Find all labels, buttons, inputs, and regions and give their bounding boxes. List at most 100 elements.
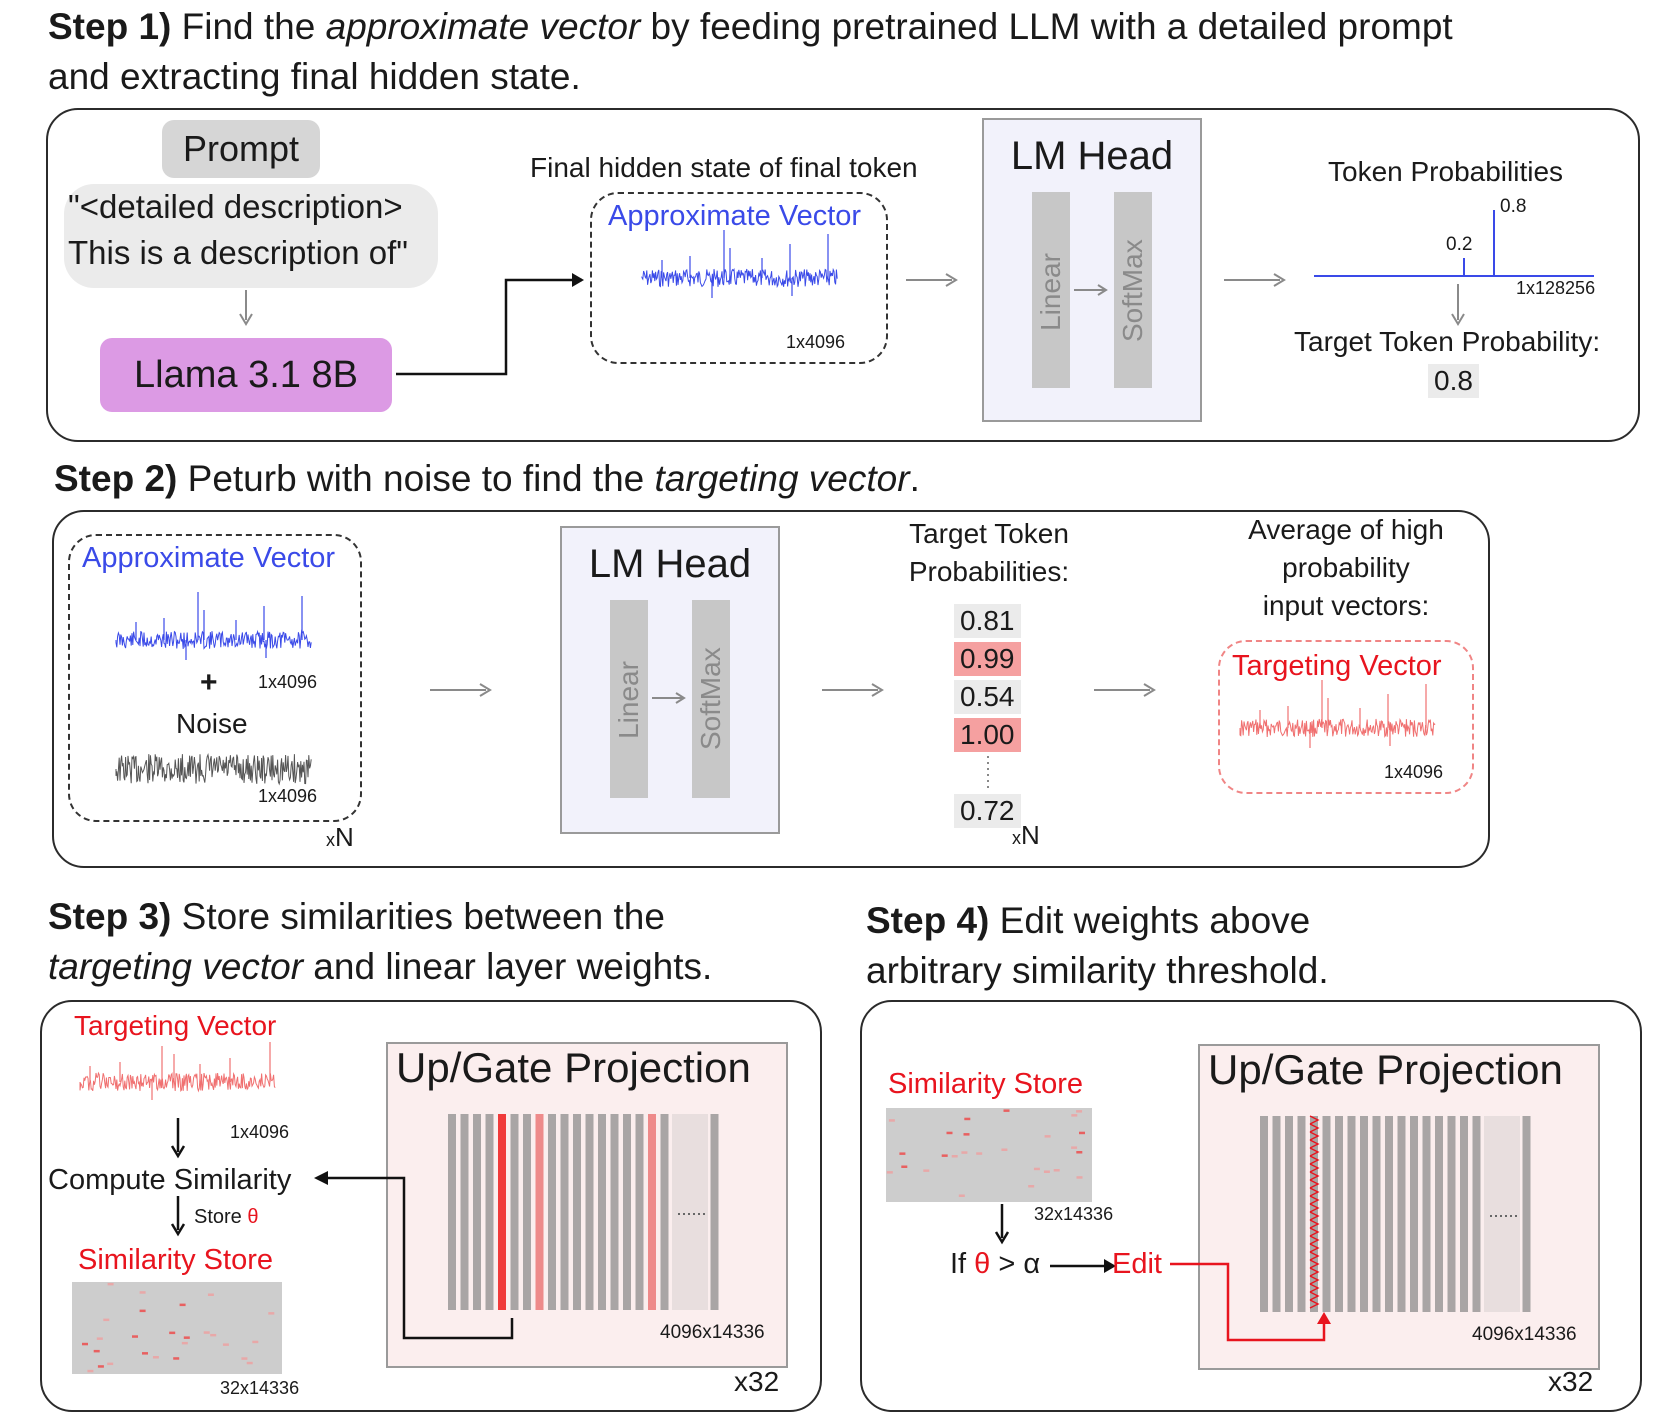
arrow-to-edit [1050,1259,1116,1273]
weight-column [610,1114,619,1310]
weight-column [1422,1116,1431,1312]
heatmap-cell [132,1335,138,1338]
token-probs-label: Token Probabilities [1328,156,1564,187]
weight-column [1335,1116,1343,1312]
linear-to-softmax-arrow [1074,284,1108,296]
arrow-to-store [170,1196,186,1237]
heatmap-cell [97,1365,104,1368]
heatmap-cell [888,1119,895,1122]
prompt-line1: "<detailed description> [68,188,403,225]
waveform-trace [79,1071,276,1093]
weight-columns-collapsed [1484,1116,1520,1312]
step1-title-line2: and extracting final hidden state. [48,56,581,97]
compute-similarity-label: Compute Similarity [48,1164,292,1196]
waveform-trace [115,753,312,786]
heatmap-cell [241,1357,248,1360]
prob-high-label: 0.8 [1500,196,1527,217]
step3-store-dim: 32x14336 [220,1378,300,1398]
arrow-edit-to-projection [1170,1262,1331,1342]
edited-weight-mark [1309,1139,1320,1149]
linear-label: Linear [1035,253,1066,331]
linear-to-softmax-arrow-2 [652,692,686,704]
heatmap-cell [958,1194,965,1197]
times-n-right: xN [1012,820,1040,850]
waveform-trace [641,267,838,289]
lm-head-title-2: LM Head [588,542,752,586]
heatmap-cell [139,1291,146,1294]
step4-projection-title: Up/Gate Projection [1208,1046,1563,1093]
weight-column [473,1114,481,1310]
heatmap-cell [1033,1167,1040,1171]
step3-layers: x32 [734,1366,780,1397]
waveform-trace [115,629,312,650]
heatmap-cell [179,1303,186,1307]
targeting-vector-waveform [1239,680,1436,748]
heatmap-cell [222,1343,229,1346]
weight-columns-collapsed [672,1114,708,1310]
edited-weight-mark [1309,1171,1320,1181]
heatmap-cell [964,1117,971,1121]
weight-column [1447,1116,1456,1312]
step4-similarity-heatmap [886,1108,1092,1202]
linear-layer [1032,192,1070,388]
prob-row-2: 0.54 [954,680,1021,714]
heatmap-cell [1001,1148,1008,1151]
heatmap-cell [246,1361,253,1365]
heatmap-cell [886,1171,893,1174]
edited-weight-mark [1309,1187,1320,1197]
linear-layer-2 [610,600,648,798]
edited-weight-mark [1309,1299,1320,1309]
softmax-layer [1114,192,1152,388]
step3-similarity-store-label: Similarity Store [78,1244,273,1276]
heatmap-cell [1028,1185,1035,1188]
heatmap-cell [103,1318,110,1322]
heatmap-cell [183,1336,190,1339]
approx-vector-waveform [641,230,838,298]
prob-row-4: 0.72 [954,794,1021,828]
target-probs-line1: Target Token [909,518,1069,549]
heatmap-cell [1071,1114,1078,1117]
heatmap-cell [1053,1169,1060,1172]
avg-line2: probability [1282,552,1410,583]
heatmap-cell [901,1165,908,1168]
heatmap-cell [107,1362,114,1366]
prob-row-1: 0.99 [954,642,1021,676]
perturb-box [68,534,362,822]
weight-column [460,1114,469,1310]
vocab-dim: 1x128256 [1516,278,1596,298]
weight-column [448,1114,456,1310]
heatmap-background [72,1282,282,1374]
weight-column [573,1114,581,1310]
heatmap-cell [207,1293,214,1296]
step3-title: Step 3) Store similarities between the [48,896,665,937]
step4-title: Step 4) Edit weights above [866,900,1311,941]
times-n-left: xN [326,822,354,852]
noise-waveform [115,753,312,786]
heatmap-cell [142,1352,148,1355]
avg-line1: Average of high [1248,514,1444,545]
heatmap-cell [169,1331,176,1335]
heatmap-cell [82,1342,88,1346]
weight-column [1360,1116,1368,1312]
softmax-label-2: SoftMax [695,647,726,750]
approx-vector-label: Approximate Vector [608,200,862,232]
softmax-layer-2 [692,600,730,798]
prompt-line2: This is a description of" [68,234,409,271]
step3-projection-title: Up/Gate Projection [396,1044,751,1091]
heatmap-cell [181,1341,188,1345]
weight-column [548,1114,556,1310]
weight-column [485,1114,494,1310]
step3-targeting-waveform [79,1042,276,1100]
weight-column [1372,1116,1381,1312]
targeting-vector-box [1218,640,1474,794]
weight-column [1397,1116,1406,1312]
prompt-label: Prompt [162,120,320,178]
waveform-trace [1239,717,1436,738]
heatmap-cell [941,1154,948,1157]
weight-column [710,1114,719,1310]
lm-head-title: LM Head [1010,134,1174,178]
prob-ellipsis [987,756,989,790]
step2-approx-dim: 1x4096 [258,672,318,692]
edited-weight-mark [1309,1163,1320,1173]
step4-proj-dim: 4096x14336 [1472,1324,1577,1345]
